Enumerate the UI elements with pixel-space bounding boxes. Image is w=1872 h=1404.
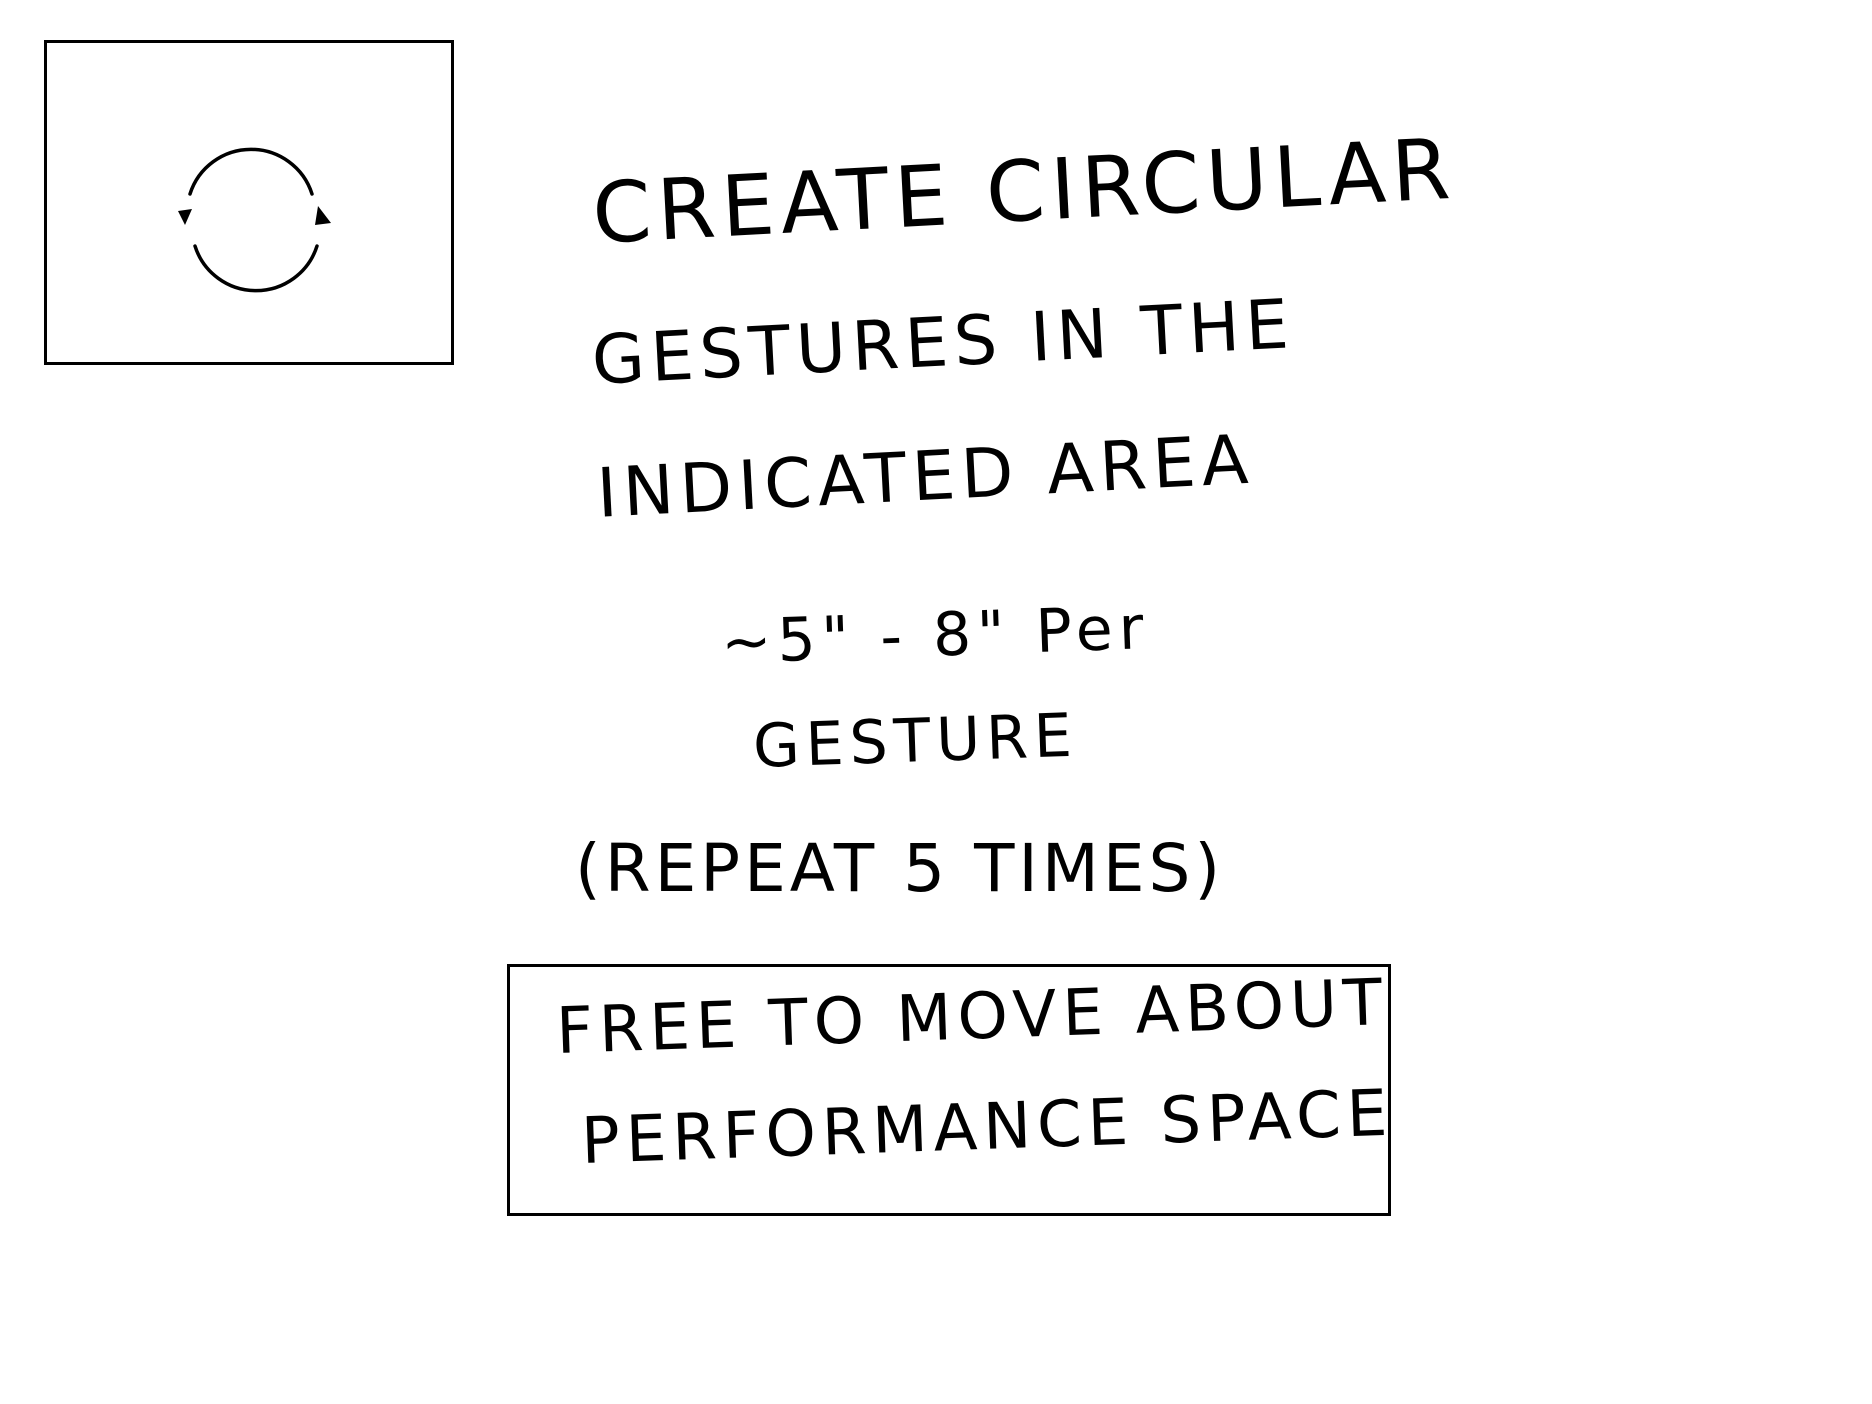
note-box: FREE TO MOVE ABOUT PERFORMANCE SPACE: [507, 964, 1395, 1216]
instruction-line-indicated-area: INDICATED AREA: [595, 420, 1257, 534]
instruction-line-gesture: GESTURE: [752, 700, 1079, 782]
instruction-line-duration: ~5" - 8" Per: [720, 593, 1151, 678]
note-line-performance-space: PERFORMANCE SPACE: [580, 1076, 1395, 1179]
instruction-line-create-circular: CREATE CIRCULAR: [590, 119, 1459, 263]
circular-arrows-icon: [178, 147, 331, 293]
instruction-line-gestures: GESTURES IN THE: [590, 285, 1297, 401]
instruction-line-repeat: (REPEAT 5 TIMES): [575, 830, 1225, 907]
gesture-area-box: [44, 40, 454, 365]
note-line-free-to-move: FREE TO MOVE ABOUT: [555, 965, 1390, 1069]
